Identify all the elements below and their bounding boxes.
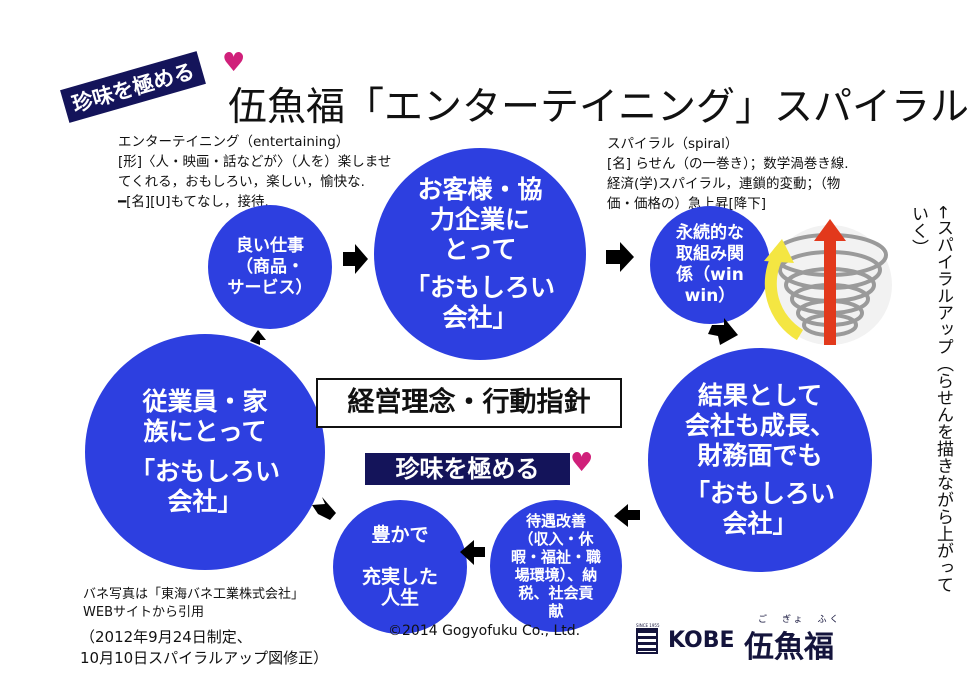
circle-employees: 従業員・家 族にとって 「おもしろい 会社」 xyxy=(85,334,325,570)
circle-text: 結果として 会社も成長、 財務面でも xyxy=(684,381,835,470)
logo-since: SINCE 1955 xyxy=(636,623,660,628)
logo-mark-icon xyxy=(636,628,658,654)
logo-city: KOBE xyxy=(668,628,735,653)
logo-ruby: ご ぎょ ふく xyxy=(758,615,842,625)
circle-text: 豊かで 充実した 人生 xyxy=(361,524,438,609)
heart-icon: ♥ xyxy=(222,48,246,78)
spring-image xyxy=(764,219,892,345)
yellow-arrow-icon xyxy=(764,252,804,341)
arrow-icon xyxy=(606,242,634,272)
circle-good-work: 良い仕事 （商品・ サービス） xyxy=(208,205,332,329)
circle-result: 結果として 会社も成長、 財務面でも 「おもしろい 会社」 xyxy=(648,348,872,572)
arrow-icon xyxy=(312,497,336,520)
heart-icon: ♥ xyxy=(570,448,594,478)
date-note: （2012年9月24日制定、 10月10日スパイラルアップ図修正） xyxy=(80,628,329,667)
circle-life: 豊かで 充実した 人生 xyxy=(333,500,467,634)
circle-customers: お客様・協 力企業に とって 「おもしろい 会社」 xyxy=(374,148,586,360)
circle-text: 従業員・家 族にとって xyxy=(142,387,268,446)
circle-text: 「おもしろい 会社」 xyxy=(129,457,280,516)
arrow-icon xyxy=(460,540,485,565)
copyright: ©2014 Gogyofuku Co., Ltd. xyxy=(388,623,581,639)
definition-entertaining: エンターテイニング（entertaining） [形]〈人・映画・話などが〉（人… xyxy=(118,134,392,210)
circle-text: 「おもしろい 会社」 xyxy=(404,273,555,332)
arrow-icon xyxy=(708,318,738,345)
vertical-caption: ←スパイラルアップ（らせんを描きながら上がっていく） xyxy=(908,205,953,594)
center-badge: 珍味を極める xyxy=(365,453,570,485)
circle-treatment: 待遇改善 （収入・休 暇・福祉・職 場環境）、納 税、社会貢 献 xyxy=(490,500,622,632)
arrow-icon xyxy=(250,330,266,345)
photo-credit: バネ写真は「東海バネ工業株式会社」 WEBサイトから引用 xyxy=(83,587,305,620)
circle-text: 永続的な 取組み関 係（win win） xyxy=(676,223,744,306)
arrow-icon xyxy=(614,504,640,527)
page-title: 伍魚福「エンターテイニング」スパイラル xyxy=(228,85,970,130)
circle-text: お客様・協 力企業に とって xyxy=(417,175,543,264)
circle-winwin: 永続的な 取組み関 係（win win） xyxy=(650,206,770,324)
circle-text: 良い仕事 （商品・ サービス） xyxy=(227,235,313,298)
center-box: 経営理念・行動指針 xyxy=(316,378,622,428)
arrow-icon xyxy=(343,244,368,274)
definition-spiral: スパイラル（spiral） [名] らせん（の一巻き）；数学渦巻き線. 経済(学… xyxy=(607,136,849,212)
circle-text: 「おもしろい 会社」 xyxy=(684,479,835,538)
logo-name: 伍魚福 xyxy=(744,630,834,665)
circle-text: 待遇改善 （収入・休 暇・福祉・職 場環境）、納 税、社会貢 献 xyxy=(510,512,601,620)
red-arrow-icon xyxy=(824,240,836,345)
